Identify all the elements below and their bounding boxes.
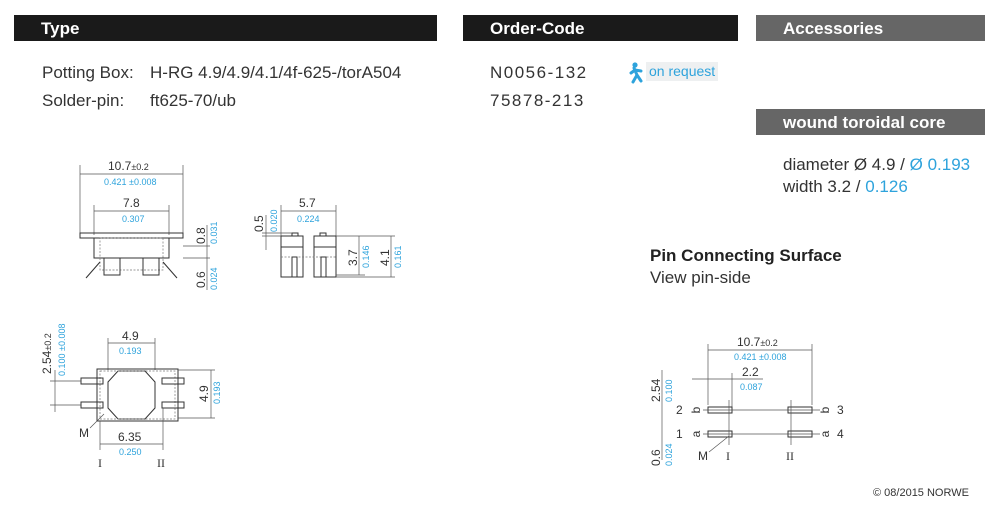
dim-bottom-h-in: 0.193 bbox=[212, 381, 222, 404]
core-diameter-mm: diameter Ø 4.9 / bbox=[783, 155, 905, 174]
dim-inner-in: 0.307 bbox=[122, 214, 145, 224]
dim-bottom-span: 6.35 bbox=[118, 430, 142, 444]
dim-h2-in: 0.024 bbox=[209, 267, 219, 290]
order-code-2: 75878-213 bbox=[490, 91, 585, 110]
row-ii: II bbox=[157, 456, 165, 470]
dim-bottom-h: 4.9 bbox=[197, 385, 211, 402]
dim-width-in: 0.421 ±0.008 bbox=[104, 177, 156, 187]
pin-1-a: a bbox=[689, 430, 703, 437]
pin-3: 3 bbox=[837, 403, 844, 417]
dim-bottom-span-in: 0.250 bbox=[119, 447, 142, 457]
pin-surface-title: Pin Connecting Surface bbox=[650, 246, 842, 265]
dim-pins-off-in: 0.087 bbox=[740, 382, 763, 392]
dim-end-t-in: 0.020 bbox=[269, 209, 279, 232]
solder-pin-value: ft625-70/ub bbox=[150, 91, 237, 110]
dim-end-ht-in: 0.161 bbox=[393, 245, 403, 268]
running-person-icon bbox=[629, 62, 643, 84]
pin-surface-drawing: 10.7±0.2 0.421 ±0.008 2.2 0.087 2.54 0.1… bbox=[649, 335, 844, 466]
core-width: width 3.2 / 0.126 bbox=[783, 177, 908, 197]
dim-pins-pitch: 2.54 bbox=[649, 378, 663, 402]
on-request-label: on request bbox=[646, 62, 719, 81]
side-view-drawing: 10.7±0.2 0.421 ±0.008 7.8 0.307 0.8 0.03… bbox=[79, 159, 219, 290]
order-code-1: N0056-132 bbox=[490, 63, 588, 82]
core-width-in: 0.126 bbox=[865, 177, 908, 196]
dim-end-h-in: 0.146 bbox=[361, 245, 371, 268]
marker-m: M bbox=[79, 426, 89, 440]
dim-pins-w: 10.7±0.2 bbox=[737, 335, 778, 349]
dim-pins-w-in: 0.421 ±0.008 bbox=[734, 352, 786, 362]
dim-end-t: 0.5 bbox=[252, 215, 266, 232]
dim-end-h: 3.7 bbox=[346, 249, 360, 266]
dim-pins-off: 2.2 bbox=[742, 365, 759, 379]
pin-4: 4 bbox=[837, 427, 844, 441]
order-code-header: Order-Code bbox=[463, 15, 738, 41]
solder-pin-label: Solder-pin: bbox=[42, 91, 125, 110]
core-width-mm: width 3.2 / bbox=[783, 177, 861, 196]
dim-bottom-w-in: 0.193 bbox=[119, 346, 142, 356]
dim-h2: 0.6 bbox=[194, 271, 208, 288]
pin-4-a: a bbox=[818, 430, 832, 437]
wound-core-header: wound toroidal core bbox=[756, 109, 985, 135]
dim-h1-in: 0.031 bbox=[209, 221, 219, 244]
potting-box-value: H-RG 4.9/4.9/4.1/4f-625-/torA504 bbox=[150, 63, 402, 82]
pin-row-i: I bbox=[726, 449, 730, 463]
accessories-header: Accessories bbox=[756, 15, 985, 41]
dim-end-width: 5.7 bbox=[299, 196, 316, 210]
dim-pins-pitch-in: 0.100 bbox=[664, 379, 674, 402]
bottom-view-drawing: 4.9 0.193 2.54±0.2 0.100 ±0.008 4.9 0.19… bbox=[40, 324, 222, 470]
dim-pins-pad-in: 0.024 bbox=[664, 443, 674, 466]
pin-1: 1 bbox=[676, 427, 683, 441]
dim-width: 10.7±0.2 bbox=[108, 159, 149, 173]
dim-end-width-in: 0.224 bbox=[297, 214, 320, 224]
copyright: © 08/2015 NORWE bbox=[873, 487, 969, 499]
dim-h1: 0.8 bbox=[194, 227, 208, 244]
pin-marker-m: M bbox=[698, 449, 708, 463]
end-view-drawing: 5.7 0.224 0.5 0.020 3.7 0.146 4.1 0.161 bbox=[252, 196, 403, 278]
row-i: I bbox=[98, 456, 102, 470]
dim-pins-pad: 0.6 bbox=[649, 449, 663, 466]
potting-box-label: Potting Box: bbox=[42, 63, 134, 82]
pin-2: 2 bbox=[676, 403, 683, 417]
dim-inner: 7.8 bbox=[123, 196, 140, 210]
on-request-badge[interactable]: on request bbox=[628, 62, 727, 84]
core-diameter-in: Ø 0.193 bbox=[909, 155, 971, 174]
dim-bottom-w: 4.9 bbox=[122, 329, 139, 343]
dim-bottom-pitch-in: 0.100 ±0.008 bbox=[57, 324, 67, 376]
pin-row-ii: II bbox=[786, 449, 794, 463]
dim-end-ht: 4.1 bbox=[378, 249, 392, 266]
pin-2-b: b bbox=[689, 406, 703, 413]
type-header: Type bbox=[14, 15, 437, 41]
core-diameter: diameter Ø 4.9 / Ø 0.193 bbox=[783, 155, 970, 175]
pin-surface-subtitle: View pin-side bbox=[650, 268, 751, 287]
pin-3-b: b bbox=[818, 406, 832, 413]
dim-bottom-pitch: 2.54±0.2 bbox=[40, 333, 54, 374]
